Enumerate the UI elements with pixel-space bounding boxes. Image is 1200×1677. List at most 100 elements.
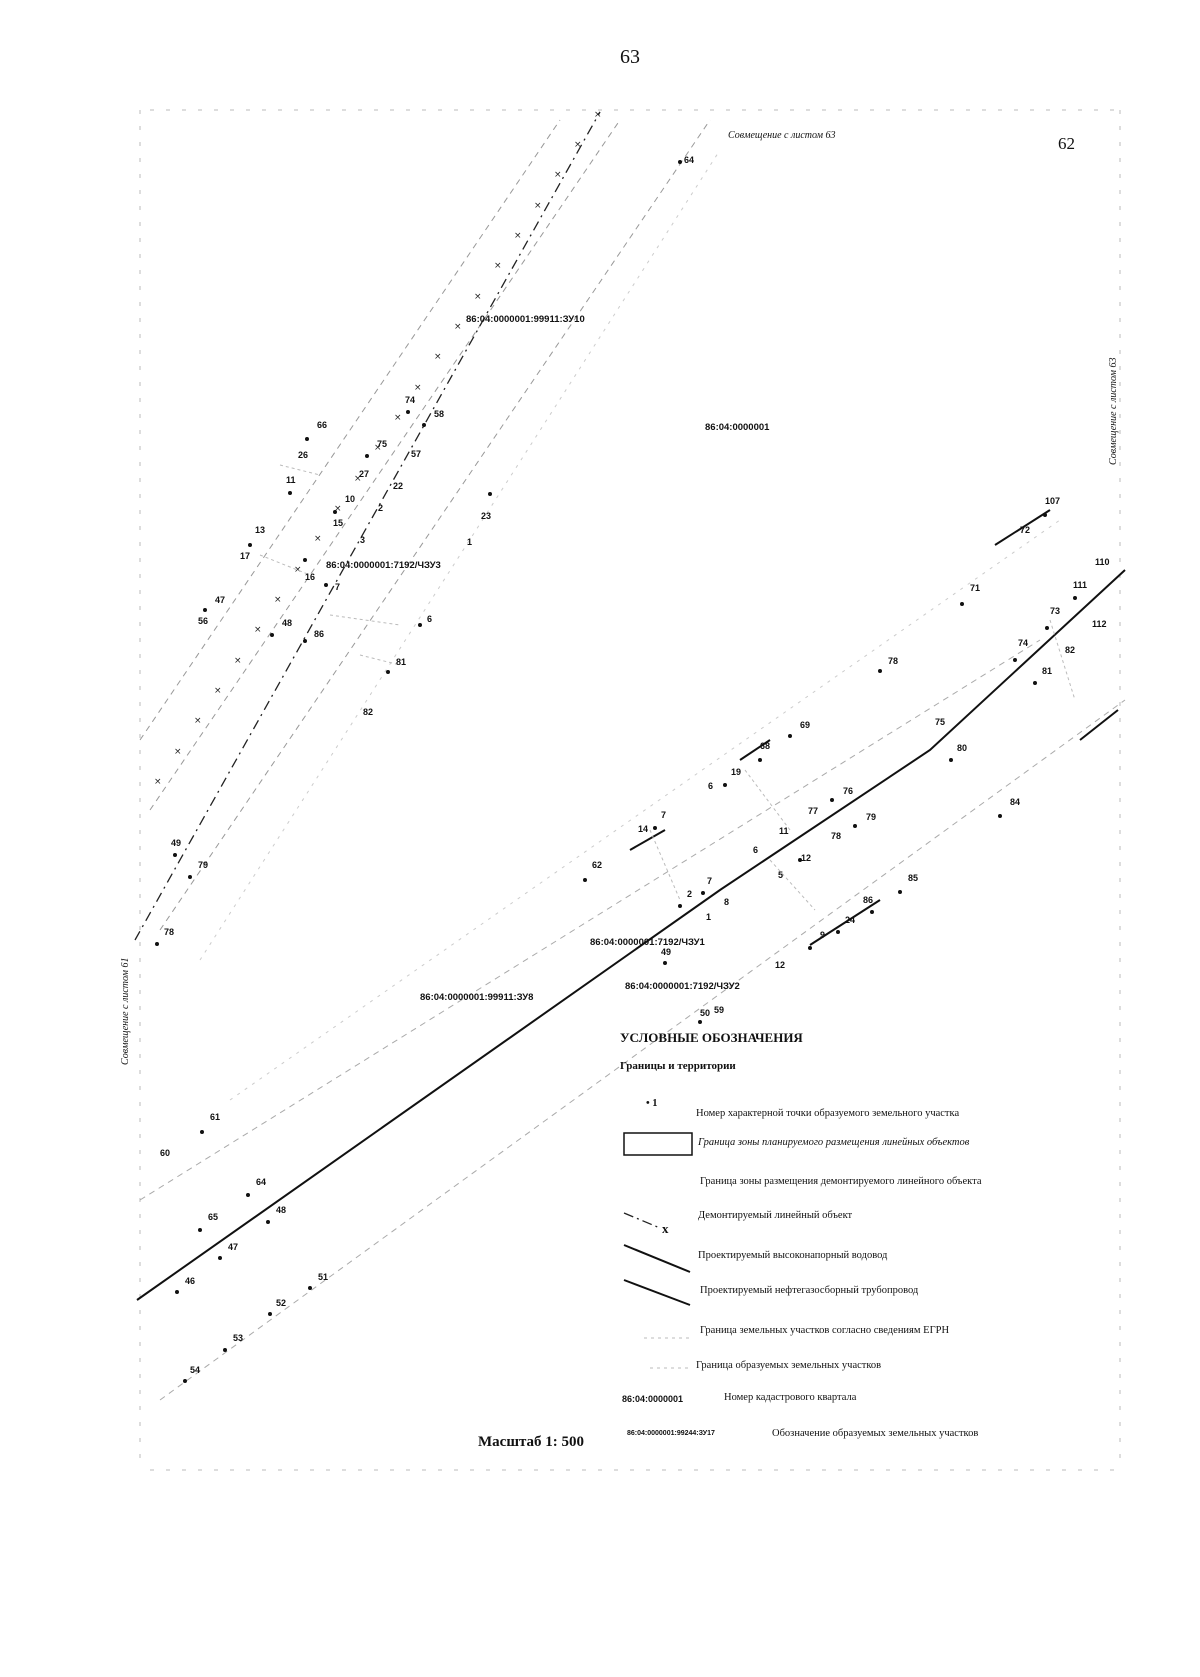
cross-ticks xyxy=(259,464,1076,911)
point-label: 15 xyxy=(333,518,344,528)
svg-text:×: × xyxy=(274,595,282,605)
point-label: 17 xyxy=(240,551,251,561)
legend-item-text: Проектируемый высоконапорный водовод xyxy=(698,1250,888,1261)
point-label: 12 xyxy=(801,853,812,863)
parcel-label: 86:04:0000001 xyxy=(705,422,770,433)
point-label: 82 xyxy=(1065,645,1076,655)
point-label: 84 xyxy=(1010,797,1021,807)
point-label: 78 xyxy=(888,656,899,666)
svg-text:×: × xyxy=(154,777,162,787)
point-label: 76 xyxy=(843,786,854,796)
point-label: 68 xyxy=(760,741,771,751)
point-label: 49 xyxy=(171,838,182,848)
svg-text:×: × xyxy=(374,443,382,453)
point-label: 47 xyxy=(228,1242,239,1252)
point-label: 7 xyxy=(661,810,667,820)
svg-text:×: × xyxy=(174,747,182,757)
legend-item-text: Номер характерной точки образуемого земе… xyxy=(696,1108,960,1119)
point-label: 51 xyxy=(318,1272,329,1282)
svg-text:×: × xyxy=(354,474,362,484)
point-label: 60 xyxy=(160,1148,171,1158)
svg-text:×: × xyxy=(334,504,342,514)
point-label: 56 xyxy=(198,616,209,626)
point-label: 11 xyxy=(286,475,296,485)
point-label: 74 xyxy=(405,395,416,405)
point-label: 52 xyxy=(276,1298,287,1308)
point-label: 9 xyxy=(820,930,826,940)
svg-text:×: × xyxy=(494,261,502,271)
point-label: 48 xyxy=(282,618,293,628)
point-label: 59 xyxy=(714,1005,725,1015)
sheet-number: 62 xyxy=(1058,134,1075,153)
point-label: 110 xyxy=(1095,557,1110,567)
svg-text:×: × xyxy=(414,383,422,393)
point-label: 61 xyxy=(210,1112,221,1122)
point-label: 54 xyxy=(190,1365,201,1375)
point-label: 12 xyxy=(775,960,786,970)
point-label: 13 xyxy=(255,525,266,535)
point-label: 73 xyxy=(1050,606,1061,616)
legend-item-text: Демонтируемый линейный объект xyxy=(698,1210,853,1221)
point-label: 1 xyxy=(706,912,712,922)
dismantled-x-marks: ×××× ×××× ×××× ×××× ×××× ××× xyxy=(154,110,602,787)
parcel-label: 86:04:0000001:99911:ЗУ8 xyxy=(420,992,534,1003)
point-label: 7 xyxy=(707,876,713,886)
point-label: 72 xyxy=(1020,525,1031,535)
legend-code: 86:04:0000001:99244:ЗУ17 xyxy=(627,1430,715,1437)
point-label: 86 xyxy=(314,629,325,639)
point-label: 16 xyxy=(305,572,316,582)
point-label: 77 xyxy=(808,806,819,816)
svg-text:×: × xyxy=(234,656,242,666)
point-label: 26 xyxy=(298,450,309,460)
main-corridor xyxy=(136,509,1126,1401)
legend-item-text: Граница зоны планируемого размещения лин… xyxy=(698,1137,970,1148)
point-label: 111 xyxy=(1073,580,1088,590)
point-label: 10 xyxy=(345,494,356,504)
point-label: 64 xyxy=(684,155,695,165)
match-note-top: Совмещение с листом 63 xyxy=(728,130,836,141)
point-label: 75 xyxy=(377,439,388,449)
point-label: 107 xyxy=(1045,496,1061,506)
point-label: 23 xyxy=(481,511,492,521)
point-label: 81 xyxy=(1042,666,1053,676)
svg-text:×: × xyxy=(394,413,402,423)
svg-text:×: × xyxy=(214,686,222,696)
point-label: 1 xyxy=(467,537,473,547)
point-label: 14 xyxy=(638,824,649,834)
point-label: 78 xyxy=(164,927,175,937)
legend-item-text: Граница зоны размещения демонтируемого л… xyxy=(700,1176,982,1187)
point-label: 3 xyxy=(360,535,366,545)
svg-text:×: × xyxy=(594,110,602,120)
point-label: 71 xyxy=(970,583,981,593)
point-label: 82 xyxy=(363,707,374,717)
svg-text:×: × xyxy=(294,565,302,575)
point-label: 46 xyxy=(185,1276,196,1286)
point-label: 69 xyxy=(800,720,811,730)
svg-text:×: × xyxy=(554,170,562,180)
point-label: 27 xyxy=(359,469,370,479)
svg-text:×: × xyxy=(534,201,542,211)
point-label: 74 xyxy=(1018,638,1029,648)
point-label: 6 xyxy=(753,845,759,855)
point-label: 75 xyxy=(935,717,946,727)
point-label: 6 xyxy=(708,781,714,791)
point-label: 49 xyxy=(661,947,672,957)
pipeline-line xyxy=(136,569,1126,1301)
point-label: 53 xyxy=(233,1333,244,1343)
legend-x-symbol: x xyxy=(662,1221,669,1236)
parcel-label: 86:04:0000001:7192/ЧЗУ3 xyxy=(326,560,441,571)
point-label: 85 xyxy=(908,873,919,883)
point-label: 8 xyxy=(724,897,730,907)
svg-text:×: × xyxy=(574,140,582,150)
dismantled-line xyxy=(134,111,601,941)
legend-item-text: Граница земельных участков согласно свед… xyxy=(700,1325,950,1336)
point-label: 19 xyxy=(731,767,742,777)
map-scale: Масштаб 1: 500 xyxy=(478,1434,585,1450)
legend-item-text: Граница образуемых земельных участков xyxy=(696,1360,882,1371)
point-label: 50 xyxy=(700,1008,711,1018)
point-label: 57 xyxy=(411,449,422,459)
point-label: 47 xyxy=(215,595,226,605)
point-label: 62 xyxy=(592,860,603,870)
point-label: 66 xyxy=(317,420,328,430)
